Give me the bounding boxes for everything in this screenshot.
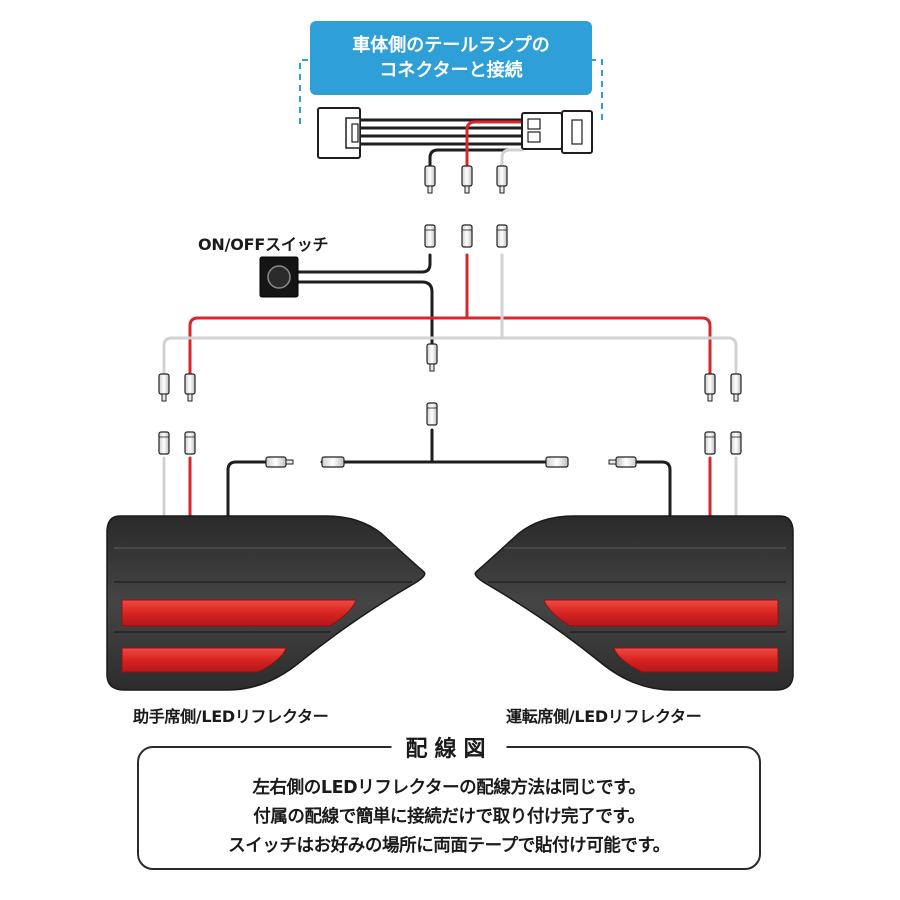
switch-label: ON/OFFスイッチ bbox=[198, 235, 329, 254]
notes-line: 左右側のLEDリフレクターの配線方法は同じです。 bbox=[252, 778, 646, 798]
bullet-connectors-top bbox=[424, 165, 508, 248]
vehicle-connector-left-icon bbox=[317, 107, 361, 159]
callout-line-1: 車体側のテールランプの bbox=[352, 35, 550, 56]
left-upper-lens bbox=[121, 599, 357, 627]
wiring-notes-box: 配線図 左右側のLEDリフレクターの配線方法は同じです。 付属の配線で簡単に接続… bbox=[137, 731, 761, 870]
bullet-connectors-center bbox=[426, 343, 438, 426]
left-lower-lens bbox=[121, 647, 287, 673]
vehicle-connector-right-icon bbox=[521, 110, 593, 154]
right-lower-lens bbox=[613, 647, 779, 673]
notes-line: 付属の配線で簡単に接続だけで取り付け完了です。 bbox=[253, 807, 645, 827]
connector-bracket bbox=[299, 59, 312, 124]
driver-side-label: 運転席側/LEDリフレクター bbox=[506, 707, 702, 726]
notes-title: 配線図 bbox=[391, 731, 507, 763]
passenger-side-label: 助手席側/LEDリフレクター bbox=[133, 707, 329, 726]
right-led-reflector-icon bbox=[474, 515, 794, 691]
right-upper-lens bbox=[543, 599, 779, 627]
on-off-switch-icon bbox=[259, 256, 299, 298]
notes-lines: 左右側のLEDリフレクターの配線方法は同じです。 付属の配線で簡単に接続だけで取… bbox=[139, 774, 759, 861]
notes-line: スイッチはお好みの場所に両面テープで貼付け可能です。 bbox=[228, 836, 670, 856]
connector-bracket bbox=[590, 59, 603, 124]
callout-line-2: コネクターと接続 bbox=[379, 60, 523, 81]
vehicle-connector-callout: 車体側のテールランプの コネクターと接続 bbox=[310, 21, 592, 95]
left-led-reflector-icon bbox=[106, 515, 426, 691]
bullet-connectors-right-side bbox=[704, 373, 742, 455]
wires bbox=[162, 118, 738, 522]
bullet-connectors-left-side bbox=[158, 373, 196, 455]
